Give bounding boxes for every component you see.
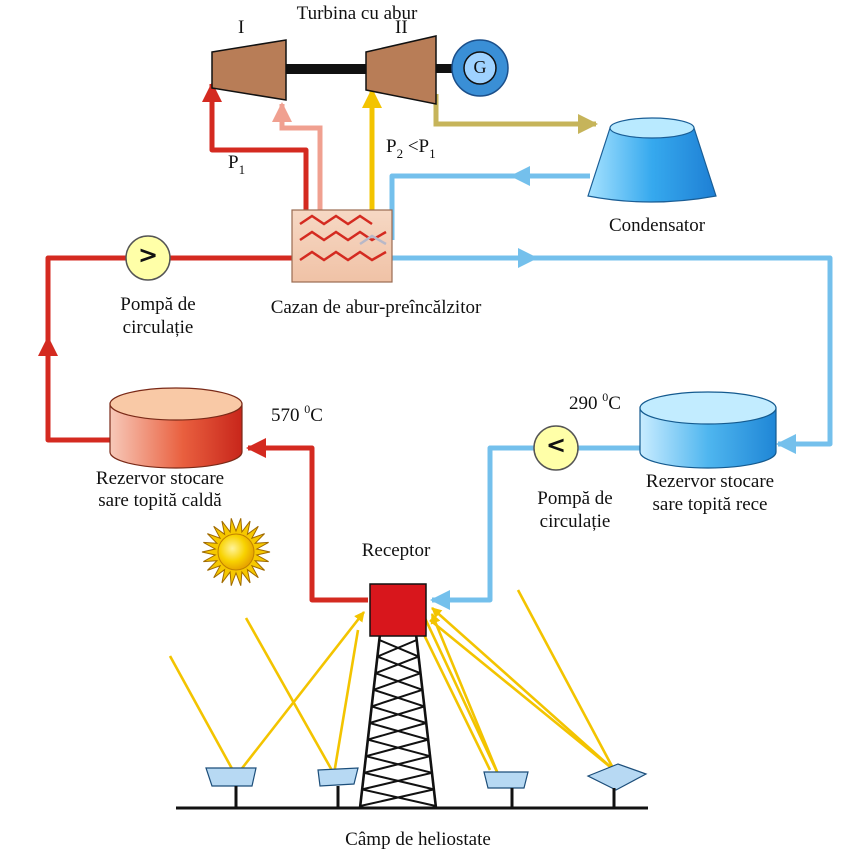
heliostats: [205, 763, 648, 808]
pump-cold: [533, 425, 579, 471]
receptor-label: Receptor: [361, 540, 431, 561]
pump-cold-label-line1: Pompă de: [537, 488, 613, 509]
cold-storage-tank: [639, 391, 777, 469]
heliostat: [586, 763, 648, 808]
reheat-line: [272, 102, 323, 222]
pressure-p2: P2 <P1: [386, 136, 436, 161]
heliostat: [317, 767, 359, 808]
heliostat-field-label: Câmp de heliostate: [345, 829, 491, 850]
sun-icon: [201, 518, 271, 586]
tank-hot-label-line1: Rezervor stocare: [95, 468, 225, 489]
turbine-stage-1: [211, 39, 287, 101]
steam-turbine: [211, 35, 509, 105]
turbine-stage-2-label: II: [395, 17, 408, 38]
condenser-label: Condensator: [608, 215, 706, 236]
pump-cold-label-line2: circulație: [539, 511, 611, 532]
receptor: [369, 583, 427, 637]
pump-hot-symbol: >: [137, 241, 159, 269]
turbine-title: Turbina cu abur: [296, 3, 418, 24]
cold-salt-loop: [382, 166, 833, 610]
pump-hot: [125, 235, 171, 281]
boiler-label: Cazan de abur-preîncălzitor: [270, 297, 482, 318]
hot-temperature: 570 0C: [271, 402, 323, 426]
generator-label: G: [473, 57, 487, 77]
cold-temperature: 290 0C: [569, 390, 621, 414]
tower: [358, 633, 438, 809]
boiler: [291, 209, 393, 283]
sun-rays: [168, 589, 616, 777]
condenser: [587, 117, 717, 203]
tank-cold-label-line2: sare topită rece: [652, 494, 768, 515]
heliostat: [483, 771, 529, 808]
exhaust-line: [433, 94, 598, 134]
pump-cold-symbol: <: [545, 431, 567, 459]
turbine-stage-2: [365, 35, 437, 105]
tank-cold-label-line1: Rezervor stocare: [645, 471, 775, 492]
heliostat: [205, 767, 257, 808]
turbine-stage-1-label: I: [238, 17, 245, 38]
tank-hot-label-line2: sare topită caldă: [98, 490, 222, 511]
turbine-shaft: [284, 64, 370, 74]
hot-storage-tank: [109, 387, 243, 469]
hot-salt-loop: [38, 82, 368, 603]
pump-hot-label-line1: Pompă de: [120, 294, 196, 315]
pump-hot-label-line2: circulație: [122, 317, 194, 338]
pressure-p1: P1: [228, 152, 246, 177]
